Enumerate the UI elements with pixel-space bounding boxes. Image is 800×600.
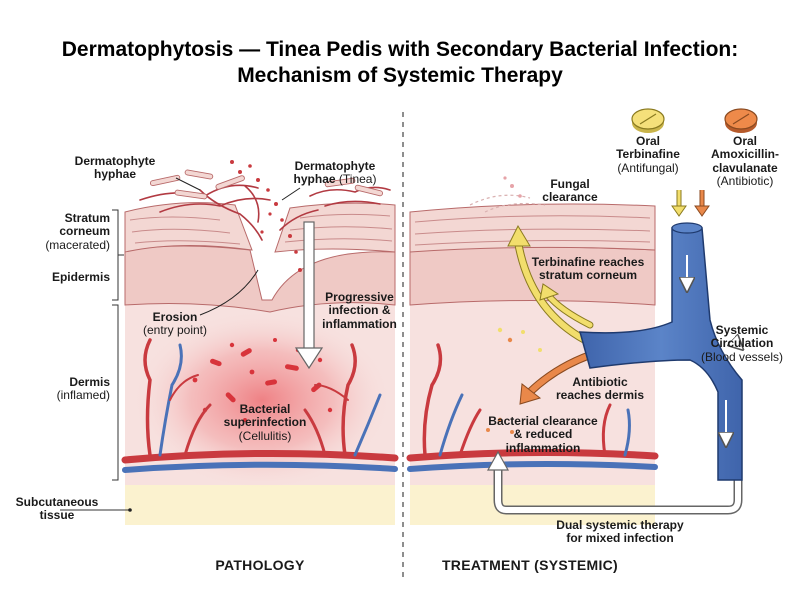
dermis-line-2: (inflamed) (56, 388, 110, 403)
leader-lines-left (175, 177, 301, 316)
dermis-line-1: Dermis (69, 375, 110, 389)
bacterial-line-3: (Cellulitis) (238, 428, 292, 443)
fungal-line-2: clearance (542, 190, 598, 205)
clearance-line-2: & reduced (513, 427, 573, 442)
dual-line-1: Dual systemic therapy (556, 518, 684, 532)
label-terbinafine-reaches: Terbinafine reaches stratum corneum (518, 255, 658, 283)
progressive-line-2: infection & (328, 303, 391, 318)
terbinafine-arrows (507, 224, 594, 344)
circulation-line-1: Systemic (715, 323, 769, 337)
right-subcutaneous-layer (410, 480, 655, 525)
label-epidermis: Epidermis (51, 270, 110, 284)
right-stratum-lines (414, 215, 651, 246)
subcut-line-1: Subcutaneous (15, 495, 99, 509)
antibiotic-line-2: reaches dermis (555, 388, 645, 403)
dual-therapy-arrow (486, 450, 743, 515)
subcut-line-2: tissue (39, 508, 75, 523)
bacteria-rods (210, 348, 322, 403)
terbinafine-line-2: Terbinafine (616, 147, 680, 162)
bacterial-line-1: Bacterial (239, 402, 291, 416)
hyphae-line-1: Dermatophyte (74, 154, 156, 168)
stratum-line-1: Stratum (64, 211, 110, 225)
dual-line-2: for mixed infection (566, 531, 674, 546)
label-subcutaneous-tissue: Subcutaneous tissue (2, 495, 112, 523)
label-dermatophyte-hyphae: Dermatophyte hyphae (55, 154, 175, 182)
erosion-line-1: Erosion (152, 310, 198, 324)
progressive-line-3: inflammation (322, 316, 397, 331)
label-bacterial-superinfection: Bacterial superinfection (Cellulitis) (205, 402, 325, 443)
amoxicillin-line-3: clavulanate (712, 160, 778, 175)
erosion-line-2: (entry point) (142, 323, 208, 338)
tinea-line-2b: (Tinea) (338, 172, 377, 187)
treatment-panel (406, 108, 758, 525)
spore-dots-left (230, 160, 302, 272)
cleared-hyphae (469, 194, 546, 213)
hyphae-line-2: hyphae (93, 167, 136, 182)
amoxicillin-line-2: Amoxicillin- (710, 147, 779, 162)
inflammation-glow (132, 310, 392, 490)
label-progressive-infection: Progressive infection & inflammation (312, 290, 407, 331)
clearance-line-1: Bacterial clearance (488, 414, 598, 428)
label-hyphae-tinea: Dermatophyte hyphae (Tinea) (275, 159, 395, 187)
title-line-2: Mechanism of Systemic Therapy (237, 64, 563, 87)
label-oral-terbinafine: Oral Terbinafine (Antifungal) (608, 134, 688, 175)
right-stratum-layer (409, 203, 656, 253)
label-fungal-clearance: Fungal clearance (530, 177, 610, 205)
amoxicillin-pill-icon (724, 108, 758, 133)
terbinafine-line-3: (Antifungal) (617, 160, 679, 175)
terbinafine-line-1: Oral (635, 134, 660, 148)
label-dual-therapy: Dual systemic therapy for mixed infectio… (540, 518, 700, 546)
label-systemic-circulation: Systemic Circulation (Blood vessels) (692, 323, 792, 364)
macerated-flakes (129, 213, 393, 245)
vessels-left (121, 338, 399, 473)
terbinafine-pill-icon (631, 108, 665, 133)
tinea-line-1: Dermatophyte (294, 159, 376, 173)
label-erosion: Erosion (entry point) (125, 310, 225, 338)
panel-label-treatment: TREATMENT (SYSTEMIC) (441, 557, 619, 573)
hyphae-rods-left (149, 169, 383, 200)
terbinafine-reaches-line-1: Terbinafine reaches (531, 255, 645, 269)
amoxicillin-line-1: Oral (732, 134, 757, 148)
label-bacterial-clearance: Bacterial clearance & reduced inflammati… (478, 414, 608, 455)
antibiotic-arrow (519, 351, 594, 405)
progressive-line-1: Progressive (325, 290, 394, 304)
label-antibiotic-reaches: Antibiotic reaches dermis (545, 375, 655, 403)
circulation-line-2: Circulation (710, 336, 774, 351)
label-oral-amoxicillin: Oral Amoxicillin- clavulanate (Antibioti… (700, 134, 790, 189)
progressive-arrow (294, 221, 324, 370)
panel-label-pathology: PATHOLOGY (215, 557, 305, 573)
fungal-line-1: Fungal (550, 177, 590, 191)
amoxicillin-line-4: (Antibiotic) (716, 174, 774, 189)
circulation-line-3: (Blood vessels) (700, 349, 784, 364)
vessels-right (406, 343, 659, 472)
subcut-leader-dot (128, 508, 132, 512)
bacterial-line-2: superinfection (223, 415, 307, 430)
label-dermis: Dermis (inflamed) (5, 375, 110, 403)
tinea-line-2a: hyphae (293, 172, 336, 187)
stratum-line-2: corneum (59, 224, 110, 239)
label-stratum-corneum: Stratum corneum (macerated) (5, 211, 110, 252)
title-line-1: Dermatophytosis — Tinea Pedis with Secon… (61, 38, 739, 61)
systemic-blood-vessel (578, 222, 742, 481)
pathology-panel (121, 160, 399, 525)
clearance-line-3: inflammation (505, 440, 581, 455)
antibiotic-line-1: Antibiotic (572, 375, 628, 389)
terbinafine-reaches-line-2: stratum corneum (538, 268, 638, 283)
drug-intake-arrows (671, 190, 710, 217)
cleared-spores (503, 176, 522, 198)
layer-brackets (60, 209, 130, 511)
stratum-line-3: (macerated) (45, 237, 110, 252)
left-stratum-layer (124, 202, 253, 253)
